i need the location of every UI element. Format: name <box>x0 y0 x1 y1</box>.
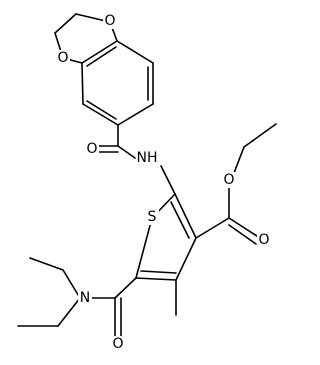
bond <box>135 217 153 279</box>
bonds <box>17 13 277 338</box>
atom-s: S <box>148 209 157 225</box>
molecule-structure: O O O NH S O O N O <box>17 13 277 352</box>
atom-o-dioxole-left: O <box>57 50 68 66</box>
bond <box>114 277 137 299</box>
atom-labels: O O O NH S O O N O <box>56 13 271 352</box>
bond <box>29 257 64 271</box>
atom-o-carbonyl-2: O <box>112 336 123 352</box>
bond <box>116 40 154 64</box>
bond <box>81 62 84 105</box>
bond <box>140 270 177 274</box>
bond <box>135 277 177 281</box>
bond <box>86 46 117 67</box>
atom-n-amide: N <box>80 290 90 306</box>
atom-o-carbonyl-1: O <box>86 141 97 157</box>
bond <box>62 269 81 299</box>
bond <box>117 103 154 126</box>
bond <box>243 123 277 148</box>
bond <box>82 103 119 126</box>
atom-o-ester-single: O <box>223 172 234 188</box>
bond <box>228 224 257 245</box>
bond <box>81 40 118 64</box>
molecule-canvas: O O O NH S O O N O <box>17 13 277 352</box>
bond <box>228 217 261 239</box>
bond <box>57 297 81 327</box>
bond <box>175 237 197 281</box>
bond <box>54 13 77 34</box>
bond <box>195 217 230 239</box>
atom-o-ester-double: O <box>258 232 269 248</box>
atom-o-dioxole-top: O <box>104 13 115 29</box>
bond <box>170 201 190 239</box>
atom-nh: NH <box>137 150 158 166</box>
bond <box>86 100 117 120</box>
bond <box>174 193 197 239</box>
bond <box>160 165 176 195</box>
bond <box>117 145 136 159</box>
